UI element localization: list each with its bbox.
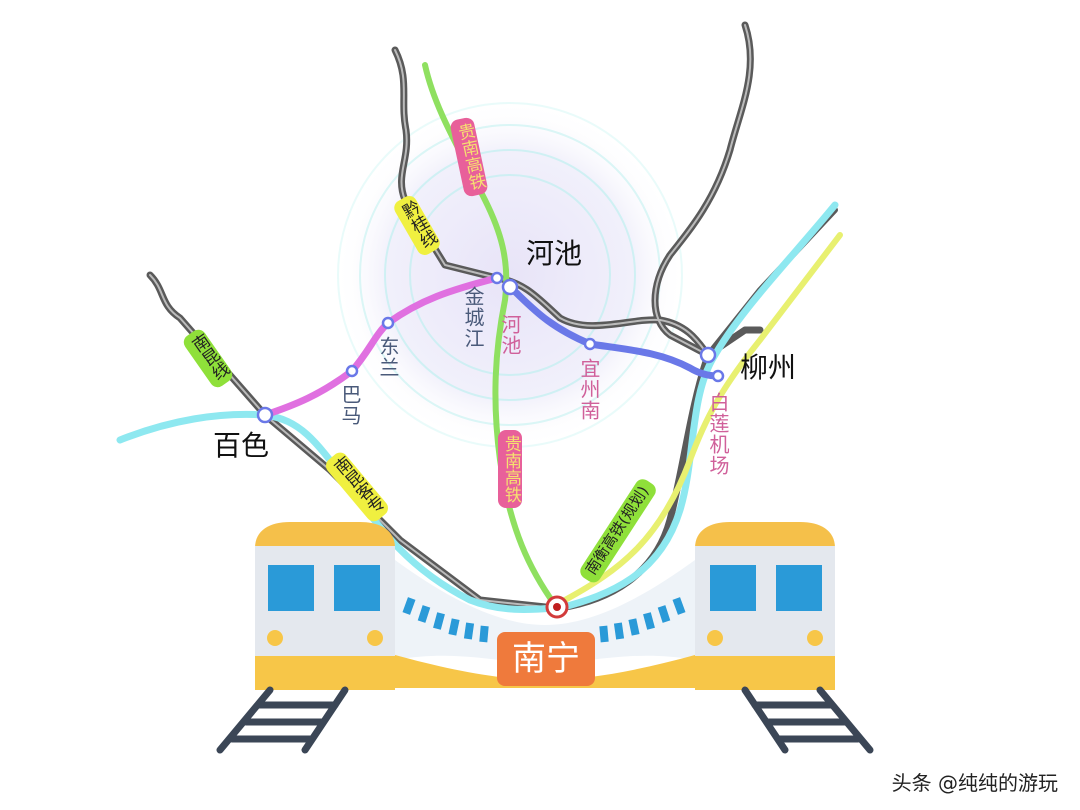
train-connector — [395, 560, 695, 688]
station-label-jinchengjiang: 金城江 — [461, 286, 485, 349]
nanning-marker-icon[interactable] — [545, 595, 569, 619]
station-label-donglan: 东兰 — [376, 336, 400, 378]
baise-jinchengjiang-line — [261, 274, 501, 419]
station-dot-hechi[interactable] — [501, 278, 519, 296]
nanheng-hsr-line — [562, 232, 843, 603]
left-train-icon — [216, 522, 395, 754]
station-dots — [256, 271, 725, 424]
station-dot-baise[interactable] — [256, 406, 274, 424]
station-label-hechi: 河池 — [498, 314, 522, 356]
station-dot-donglan[interactable] — [381, 316, 395, 330]
hechi-liuzhou-line — [506, 283, 722, 380]
station-label-hechi-city: 河池 — [526, 237, 583, 270]
station-label-bailian-airport: 白莲机场 — [706, 392, 730, 476]
station-dot-bailian-airport[interactable] — [711, 369, 725, 383]
right-train-icon — [695, 522, 874, 754]
station-label-liuzhou: 柳州 — [740, 351, 797, 384]
label-guinan-hsr-bottom[interactable]: 贵南高铁 — [498, 430, 522, 508]
station-label-bama: 巴马 — [338, 384, 362, 426]
hechi-halo — [335, 100, 685, 450]
station-label-yizhou-south: 宜州南 — [577, 358, 601, 421]
watermark: 头条 @纯纯的游玩 — [891, 771, 1058, 795]
station-dot-yizhou-south[interactable] — [583, 337, 597, 351]
station-dot-liuzhou[interactable] — [699, 346, 717, 364]
station-label-nanning[interactable]: 南宁 — [497, 632, 595, 686]
station-dot-bama[interactable] — [345, 364, 359, 378]
station-label-baise: 百色 — [213, 429, 270, 462]
station-dot-jinchengjiang[interactable] — [490, 271, 504, 285]
